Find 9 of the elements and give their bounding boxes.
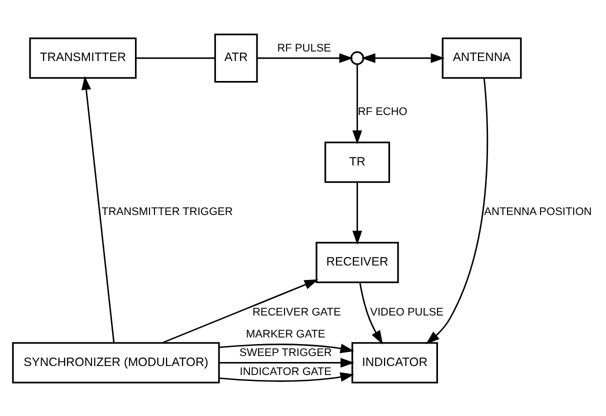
edge-label: INDICATOR GATE: [240, 365, 332, 378]
edge-label: SWEEP TRIGGER: [239, 346, 332, 359]
edge-label: RF ECHO: [358, 105, 408, 118]
edge-label: TRANSMITTER TRIGGER: [102, 206, 233, 218]
edge-label: RECEIVER GATE: [252, 306, 341, 318]
edge-label: VIDEO PULSE: [370, 306, 444, 318]
edge-label: ANTENNA POSITION: [484, 206, 592, 218]
edge-label: RF PULSE: [277, 42, 331, 54]
edge-label: MARKER GATE: [246, 328, 326, 340]
